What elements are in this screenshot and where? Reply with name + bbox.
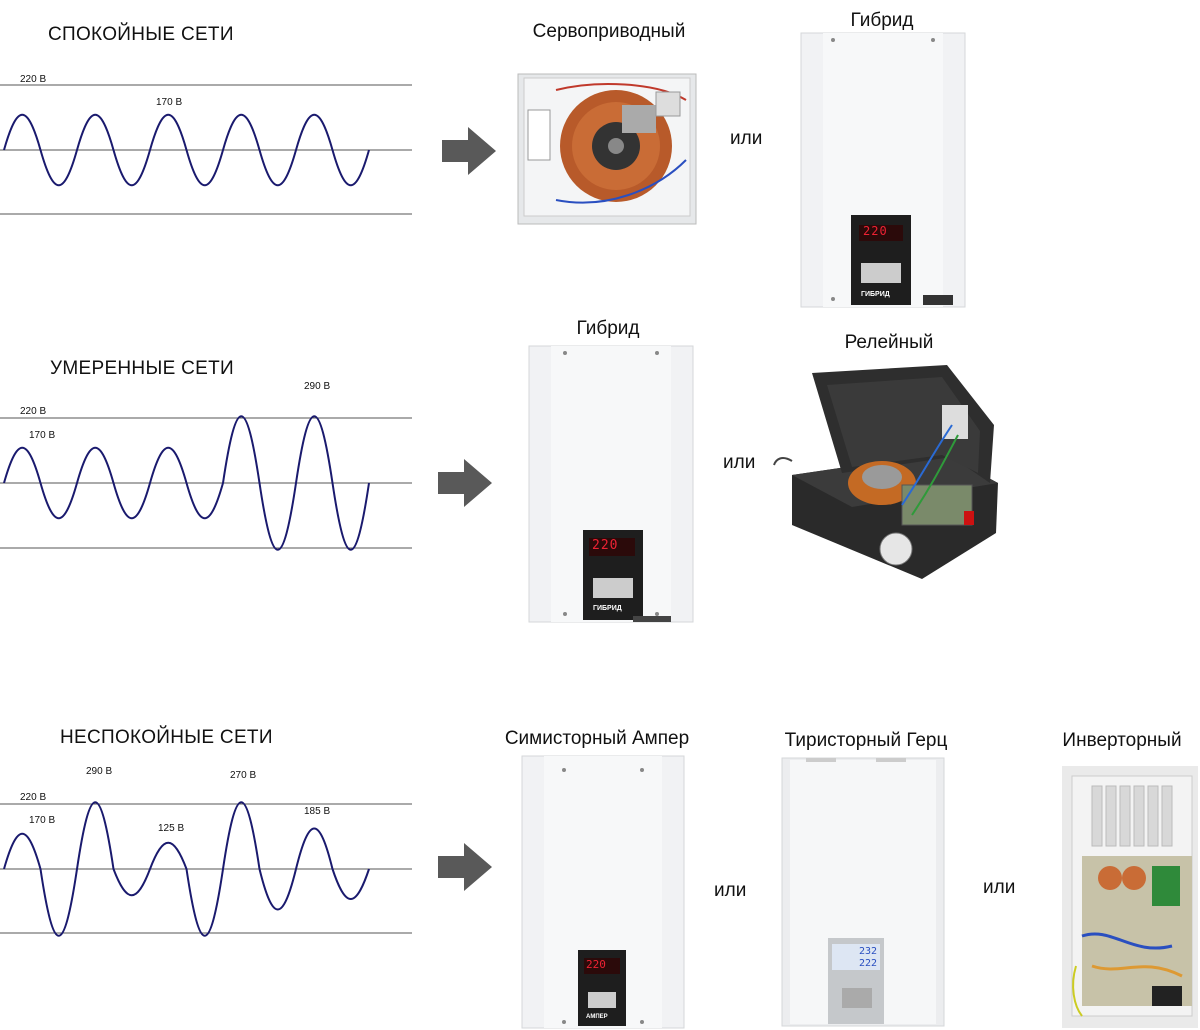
voltage-label-185: 185 В [304,806,331,817]
voltage-label-290: 290 В [86,766,113,777]
product-title-gerc: Тиристорный Герц [784,730,948,751]
product-title-inverter: Инверторный [1062,730,1182,751]
voltage-label-170: 170 В [29,815,56,826]
gerc-display-readout-2: 222 [859,958,878,969]
product-title-relay: Релейный [844,332,934,353]
hybrid-display-readout: 220 [863,224,888,238]
gerc-stabilizer-image: 232 222 [781,757,945,1027]
hybrid-stabilizer-image: 220 ГИБРИД [800,32,966,308]
or-label: или [723,452,756,473]
voltage-label-170: 170 В [156,97,183,108]
voltage-label-290: 290 В [304,381,331,392]
calm-network-waveform [0,84,412,215]
arrow-right-icon [442,127,496,175]
product-title-hybrid: Гибрид [576,318,640,339]
product-title-servo: Сервоприводный [532,21,686,42]
voltage-label-170: 170 В [29,430,56,441]
voltage-label-220: 220 В [20,74,47,85]
hybrid-brand-logo: ГИБРИД [593,605,622,612]
hybrid-stabilizer-image: 220 ГИБРИД [528,345,694,623]
hybrid-display-readout: 220 [592,538,619,553]
hybrid-brand-logo: ГИБРИД [861,291,890,298]
arrow-right-icon [438,459,492,507]
voltage-label-220: 220 В [20,792,47,803]
amper-stabilizer-image: 220 АМПЕР [521,755,685,1029]
amper-brand-logo: АМПЕР [586,1014,608,1020]
or-label: или [714,880,747,901]
or-label: или [730,128,763,149]
moderate-network-waveform [0,415,412,551]
voltage-label-125: 125 В [158,823,185,834]
section-title-moderate: УМЕРЕННЫЕ СЕТИ [50,358,234,379]
arrow-right-icon [438,843,492,891]
amper-display-readout: 220 [586,958,606,971]
voltage-label-270: 270 В [230,770,257,781]
or-label: или [983,877,1016,898]
product-title-amper: Симисторный Ампер [504,728,690,749]
unstable-network-waveform [0,801,412,937]
section-title-unstable: НЕСПОКОЙНЫЕ СЕТИ [60,727,273,748]
servo-stabilizer-image [517,73,697,225]
product-title-hybrid: Гибрид [850,10,914,31]
section-title-calm: СПОКОЙНЫЕ СЕТИ [48,24,234,45]
inverter-stabilizer-image [1062,766,1198,1028]
gerc-display-readout-1: 232 [859,946,878,957]
voltage-label-220: 220 В [20,406,47,417]
relay-stabilizer-image [773,365,998,579]
